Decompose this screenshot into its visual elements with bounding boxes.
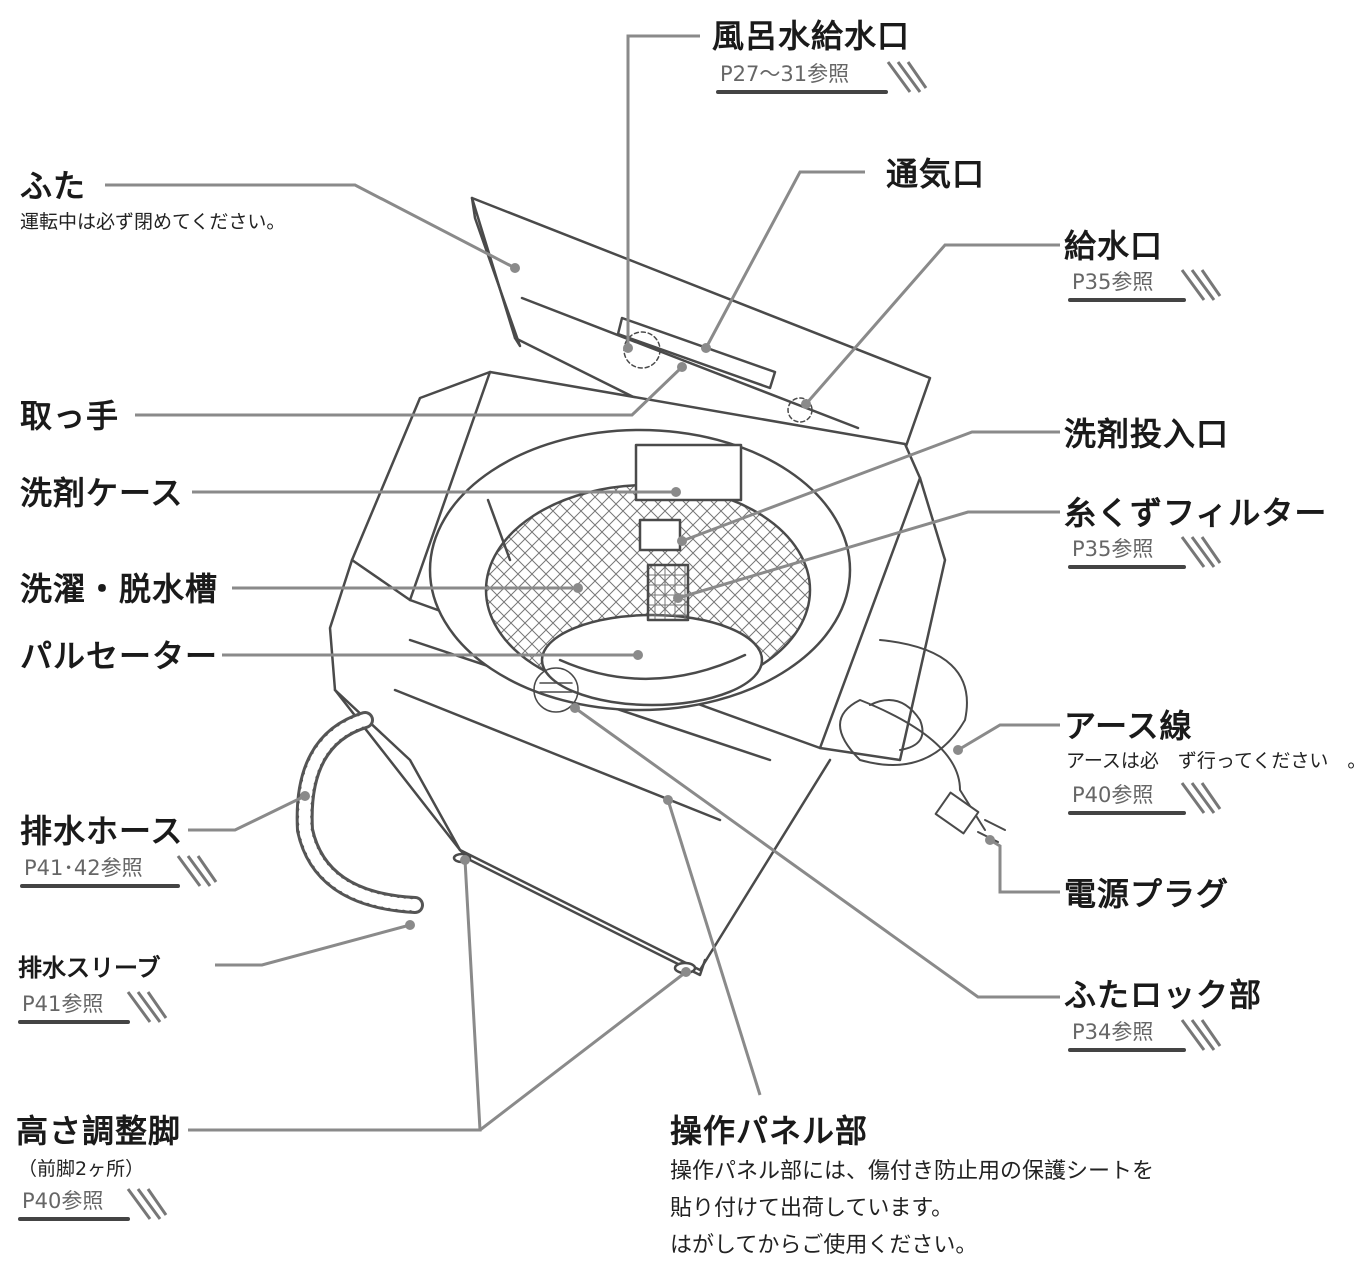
- ref-furo: P27〜31参照: [716, 60, 928, 94]
- slash-icon: [126, 991, 168, 1023]
- slash-icon: [1180, 269, 1222, 301]
- slash-icon: [126, 1188, 168, 1220]
- label-senzai-tounyu: 洗剤投入口: [1064, 415, 1230, 453]
- ref-earth: P40参照: [1068, 781, 1222, 815]
- note-panel-line3: はがしてからご使用ください。: [670, 1233, 978, 1258]
- label-totte: 取っ手: [20, 397, 120, 435]
- label-ashi: 高さ調整脚: [16, 1112, 182, 1150]
- slash-icon: [1180, 1019, 1222, 1051]
- note-earth: アースは必 ず行ってください 。: [1066, 750, 1364, 772]
- slash-icon: [886, 61, 928, 93]
- label-lock: ふたロック部: [1064, 976, 1263, 1014]
- label-furo: 風呂水給水口: [712, 17, 911, 55]
- ref-kyuusui: P35参照: [1068, 268, 1222, 302]
- label-pulsator: パルセーター: [20, 637, 219, 675]
- ref-haisui-hose: P41･42参照: [20, 854, 218, 888]
- note-panel-line1: 操作パネル部には、傷付き防止用の保護シートを: [670, 1159, 1155, 1184]
- slash-icon: [176, 855, 218, 887]
- label-kyuusui: 給水口: [1064, 227, 1164, 265]
- label-panel: 操作パネル部: [670, 1112, 869, 1150]
- label-itokuzu: 糸くずフィルター: [1064, 494, 1328, 532]
- slash-icon: [1180, 782, 1222, 814]
- ref-sleeve: P41参照: [18, 990, 168, 1024]
- leader-lines: [105, 34, 1060, 1132]
- label-sentaku-sou: 洗濯・脱水槽: [20, 570, 219, 608]
- label-haisui-hose: 排水ホース: [20, 812, 184, 850]
- note-panel-line2: 貼り付けて出荷しています。: [670, 1196, 954, 1221]
- note-ashi: （前脚2ヶ所）: [18, 1158, 145, 1180]
- tub-shape: [428, 428, 852, 712]
- drain-hose-shape: [295, 711, 424, 914]
- label-sleeve: 排水スリーブ: [18, 954, 161, 982]
- label-tsuuki: 通気口: [886, 155, 986, 193]
- ref-ashi: P40参照: [18, 1187, 168, 1221]
- label-earth: アース線: [1064, 707, 1193, 745]
- label-futa: ふた: [20, 167, 87, 205]
- note-futa: 運転中は必ず閉めてください。: [20, 211, 286, 233]
- label-senzai-case: 洗剤ケース: [20, 474, 184, 512]
- ref-itokuzu: P35参照: [1068, 535, 1222, 569]
- label-dengen: 電源プラグ: [1064, 875, 1230, 913]
- leader-dots: [300, 263, 995, 977]
- power-cord-shape: [839, 639, 1006, 843]
- slash-icon: [1180, 536, 1222, 568]
- ref-lock: P34参照: [1068, 1018, 1222, 1052]
